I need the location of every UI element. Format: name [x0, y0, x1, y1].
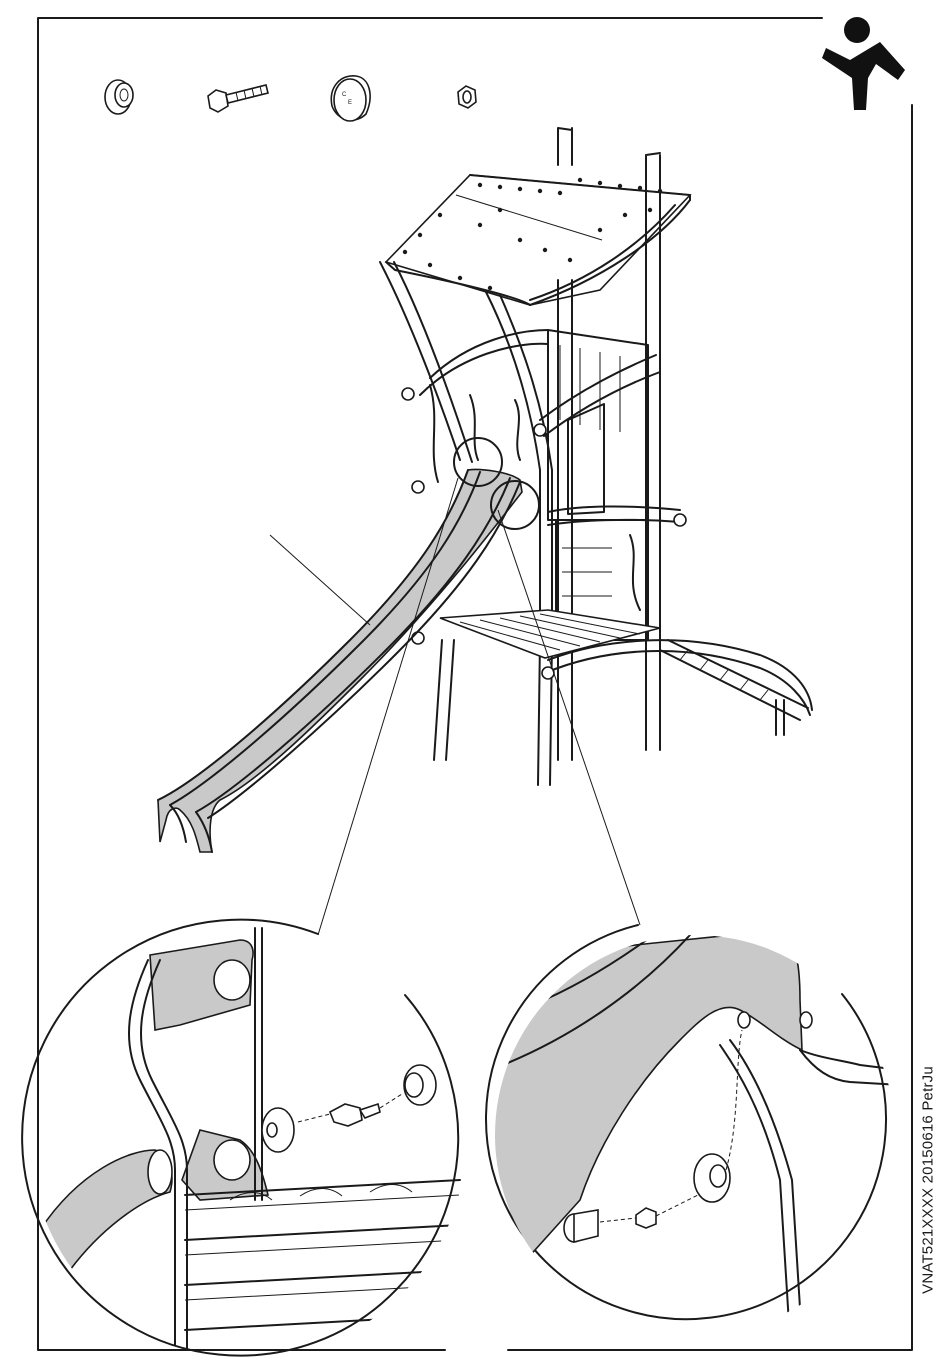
- detail-view-top-bolt: [22, 920, 460, 1360]
- hex-bolt-icon: [208, 85, 268, 112]
- tower-ladder: [660, 640, 808, 735]
- svg-text:C: C: [342, 92, 347, 98]
- slide: [158, 469, 522, 852]
- cap-nut-icon: [105, 80, 133, 114]
- playground-tower: [158, 128, 812, 935]
- document-code-text: VNAT521XXXX 20150616 PetrJu: [920, 1066, 937, 1294]
- slide-leader-line: [270, 535, 370, 625]
- dome-cap-icon: C E: [331, 76, 370, 121]
- tower-roof: [386, 175, 690, 305]
- brand-figure-logo: [822, 17, 905, 110]
- svg-text:E: E: [348, 100, 352, 106]
- hex-nut-icon: [458, 86, 476, 108]
- detail-view-slide-nut: [486, 925, 900, 1340]
- document-code: VNAT521XXXX 20150616 PetrJu: [908, 1005, 948, 1355]
